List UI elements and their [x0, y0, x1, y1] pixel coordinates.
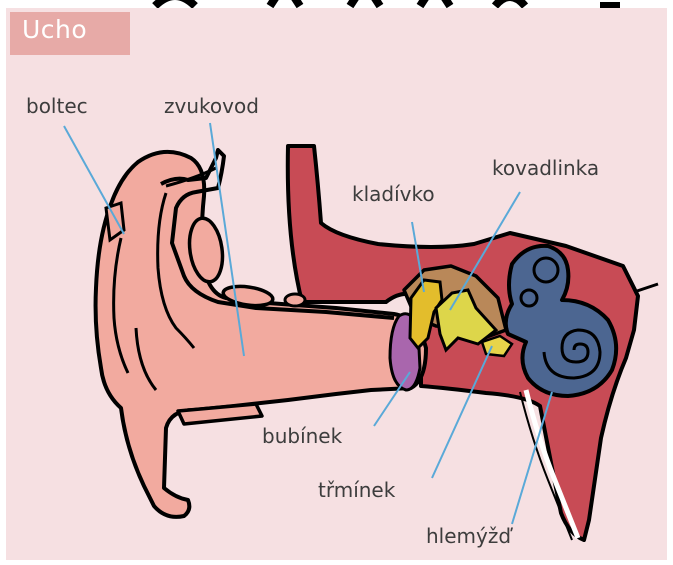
- cartilage-oval-3: [285, 294, 305, 306]
- label-zvukovod: zvukovod: [164, 94, 259, 118]
- label-bubinek: bubínek: [262, 424, 342, 448]
- cropped-heading-glyphs: [150, 0, 670, 8]
- label-kladivko: kladívko: [352, 182, 435, 206]
- diagram-panel: Ucho: [6, 8, 667, 560]
- label-boltec: boltec: [26, 94, 88, 118]
- label-trminek: třmínek: [318, 478, 395, 502]
- pointer-boltec: [64, 126, 124, 234]
- label-hlemyzd: hlemýžď: [426, 524, 511, 548]
- label-kovadlinka: kovadlinka: [492, 156, 599, 180]
- frame-right-line: [634, 284, 658, 292]
- outer-ear-shape: [96, 152, 426, 517]
